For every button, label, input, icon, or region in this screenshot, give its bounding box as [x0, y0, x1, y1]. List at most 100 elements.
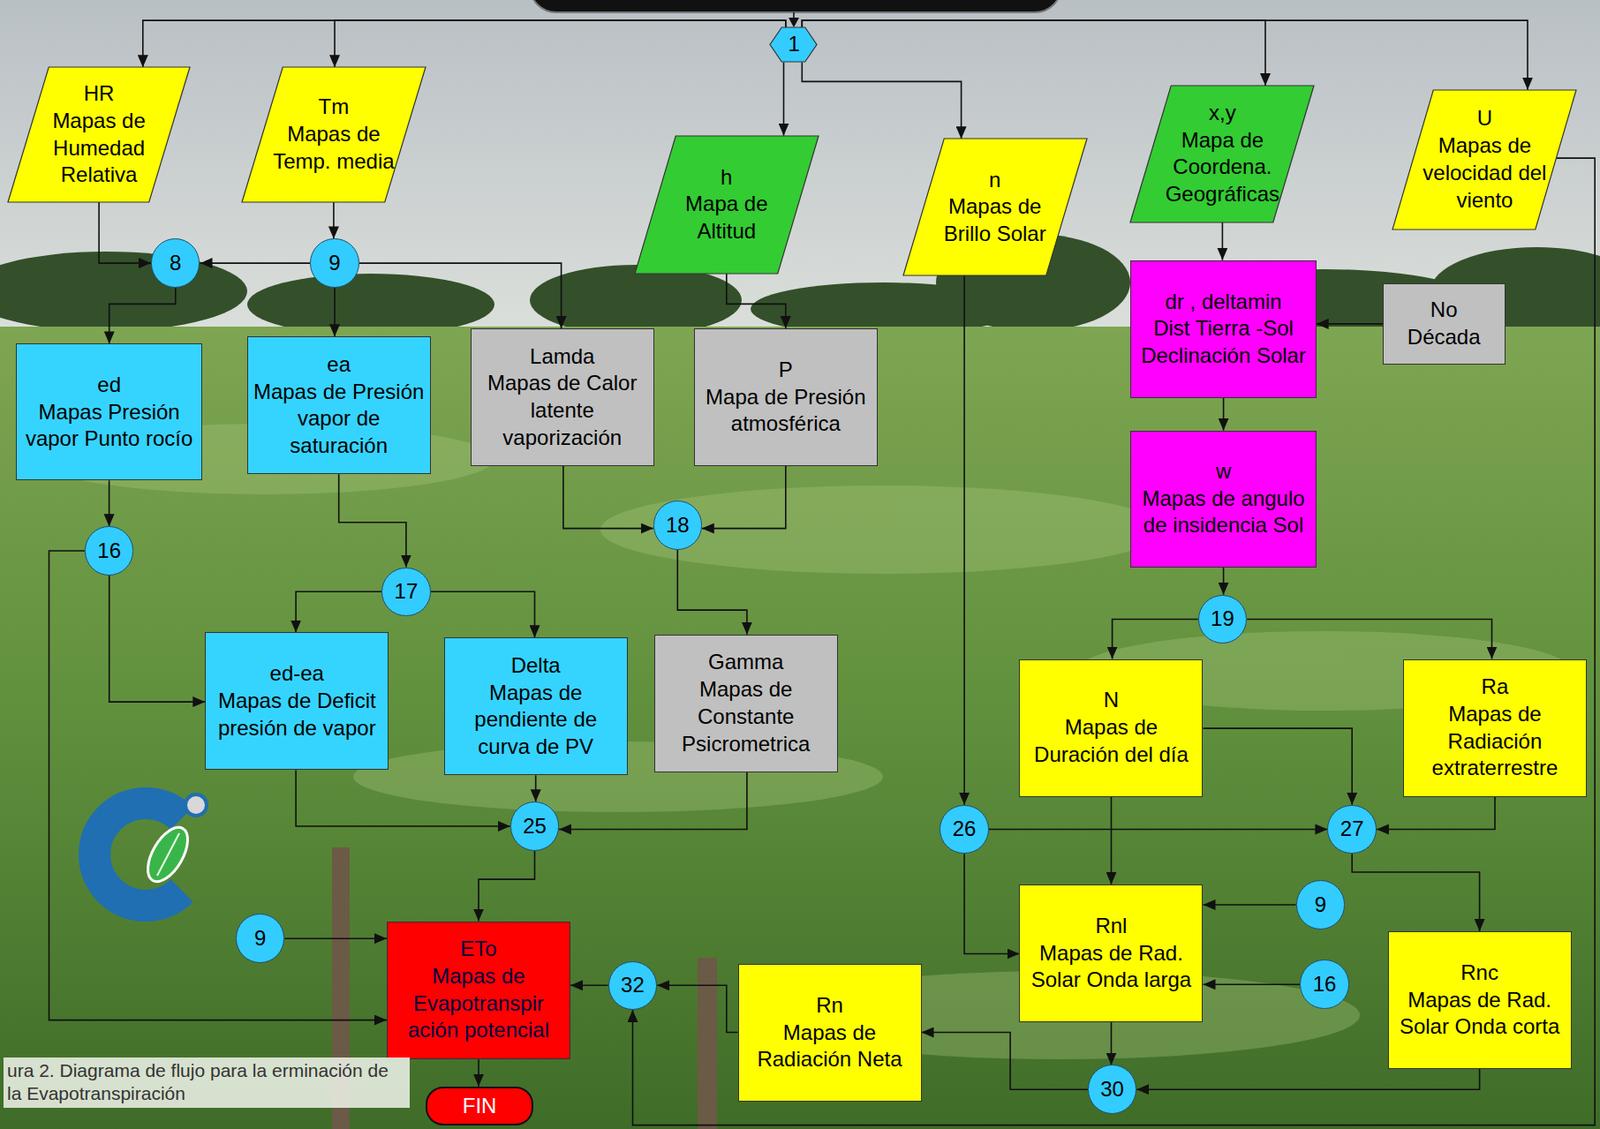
- node-label: Mapas de Presión vapor de saturación: [253, 378, 425, 461]
- input-parallelogram: nMapas de Brillo Solar: [903, 138, 1087, 276]
- connector-circle: 30: [1087, 1064, 1137, 1114]
- fence-post: [697, 958, 717, 1129]
- node-label: Mapas de Radiación Neta: [744, 1019, 916, 1074]
- process-box: RnlMapas de Rad. Solar Onda larga: [1018, 884, 1203, 1023]
- flow-arrow: [1376, 797, 1495, 831]
- end-terminal: FIN: [425, 1086, 534, 1127]
- process-box: edMapas Presión vapor Punto rocío: [15, 343, 202, 481]
- flow-arrow: [701, 466, 786, 529]
- shape-fill: [241, 67, 426, 203]
- flow-arrow: [726, 273, 786, 329]
- flow-arrow: [284, 937, 387, 940]
- flow-arrow: [783, 62, 785, 136]
- shape-fill: [1130, 85, 1314, 223]
- node-label: Mapas de Brillo Solar: [928, 193, 1063, 248]
- flow-arrow: [921, 1033, 1088, 1091]
- flow-arrow: [558, 772, 748, 831]
- flow-arrow: [963, 275, 966, 806]
- variable-code: Rnc: [1460, 959, 1499, 988]
- node-label: Mapas de Radiación extraterrestre: [1409, 701, 1581, 783]
- start-arrowhead: [788, 17, 800, 28]
- variable-code: HR: [83, 80, 115, 108]
- variable-code: N: [1103, 686, 1119, 715]
- connector-circle: 32: [608, 961, 657, 1011]
- node-label: Mapas de Rad. Solar Onda larga: [1025, 940, 1197, 995]
- flow-arrow: [1316, 323, 1383, 325]
- flow-arrow: [656, 985, 738, 1033]
- variable-code: Gamma: [708, 649, 784, 677]
- flow-arrow: [801, 20, 1528, 91]
- node-label: Dist Tierra -Sol Declinación Solar: [1136, 315, 1310, 370]
- flow-arrow: [570, 985, 609, 988]
- process-box: RnMapas de Radiación Neta: [738, 964, 922, 1102]
- node-label: 32: [620, 972, 645, 1000]
- node-label: Mapas de Duración del día: [1025, 714, 1197, 769]
- variable-code: P: [778, 356, 793, 385]
- process-box: NMapas de Duración del día: [1018, 659, 1203, 798]
- flow-arrow: [339, 474, 407, 567]
- variable-code: dr , deltamin: [1165, 288, 1283, 317]
- connector-circle: 25: [510, 801, 559, 851]
- connector-circle: 18: [653, 500, 702, 550]
- flow-arrow: [964, 853, 1019, 954]
- variable-code: Tm: [318, 93, 350, 121]
- input-parallelogram: TmMapas de Temp. media: [241, 67, 426, 203]
- node-label: 16: [97, 537, 121, 566]
- node-label: 9: [254, 925, 266, 953]
- flow-arrow: [359, 263, 562, 329]
- node-label: FIN: [462, 1093, 498, 1121]
- connector-circle: 9: [235, 913, 285, 963]
- input-parallelogram: hMapa de Altitud: [634, 135, 819, 274]
- flow-arrow: [334, 20, 786, 68]
- node-label: 30: [1100, 1076, 1125, 1104]
- shape-fill: [7, 67, 190, 203]
- node-label: Mapas Presión vapor Punto rocío: [22, 399, 196, 453]
- node-label: Década: [1407, 324, 1481, 352]
- flow-arrow: [295, 770, 511, 828]
- variable-code: h: [720, 164, 733, 192]
- flow-arrow: [633, 158, 1596, 1126]
- node-label: Mapas de Calor latente vaporización: [476, 369, 649, 452]
- start-terminal: [529, 0, 1062, 13]
- flow-arrow: [535, 775, 537, 802]
- flow-arrow: [1222, 398, 1225, 431]
- node-label: 1: [787, 30, 800, 59]
- node-label: 26: [952, 815, 977, 844]
- figure-caption: ura 2. Diagrama de flujo para la erminac…: [3, 1057, 410, 1109]
- process-box: NoDécada: [1382, 283, 1506, 364]
- flow-arrow: [1203, 983, 1301, 986]
- flow-arrow: [677, 550, 748, 635]
- shape-fill: [769, 27, 817, 62]
- connector-circle: 16: [1299, 959, 1349, 1009]
- flow-arrow: [1203, 904, 1297, 906]
- node-label: Mapas de angulo de insidencia Sol: [1136, 485, 1310, 540]
- node-label: 8: [169, 249, 182, 278]
- process-box: RaMapas de Radiación extraterrestre: [1403, 659, 1587, 798]
- node-label: 18: [665, 512, 690, 540]
- node-label: Mapa de Coordena. Geográficas: [1154, 127, 1290, 209]
- variable-code: U: [1477, 105, 1493, 133]
- flow-arrow: [109, 575, 206, 702]
- flow-arrow: [143, 20, 786, 68]
- input-parallelogram: HRMapas de Humedad Relativa: [7, 67, 190, 203]
- connector-circle: 9: [1296, 880, 1345, 929]
- node-label: 25: [522, 813, 547, 841]
- flow-arrow: [1222, 222, 1224, 261]
- process-box: DeltaMapas de pendiente de curva de PV: [444, 637, 628, 776]
- node-label: Mapas de pendiente de curva de PV: [450, 679, 622, 762]
- flow-arrow: [478, 851, 536, 922]
- node-label: Mapa de Presión atmosférica: [700, 384, 872, 438]
- node-label: 9: [1314, 891, 1327, 920]
- node-label: Mapas de Deficit presión de vapor: [211, 687, 383, 742]
- node-label: 19: [1210, 605, 1235, 634]
- variable-code: Ra: [1481, 673, 1510, 702]
- flow-arrow: [1136, 1069, 1480, 1090]
- variable-code: ETo: [460, 935, 497, 964]
- flow-arrow: [333, 287, 336, 337]
- institution-logo: [94, 794, 207, 906]
- flow-arrow: [988, 829, 1329, 831]
- variable-code: ed-ea: [270, 660, 325, 688]
- variable-code: Lamda: [529, 343, 595, 371]
- process-box: ed-eaMapas de Deficit presión de vapor: [204, 632, 389, 770]
